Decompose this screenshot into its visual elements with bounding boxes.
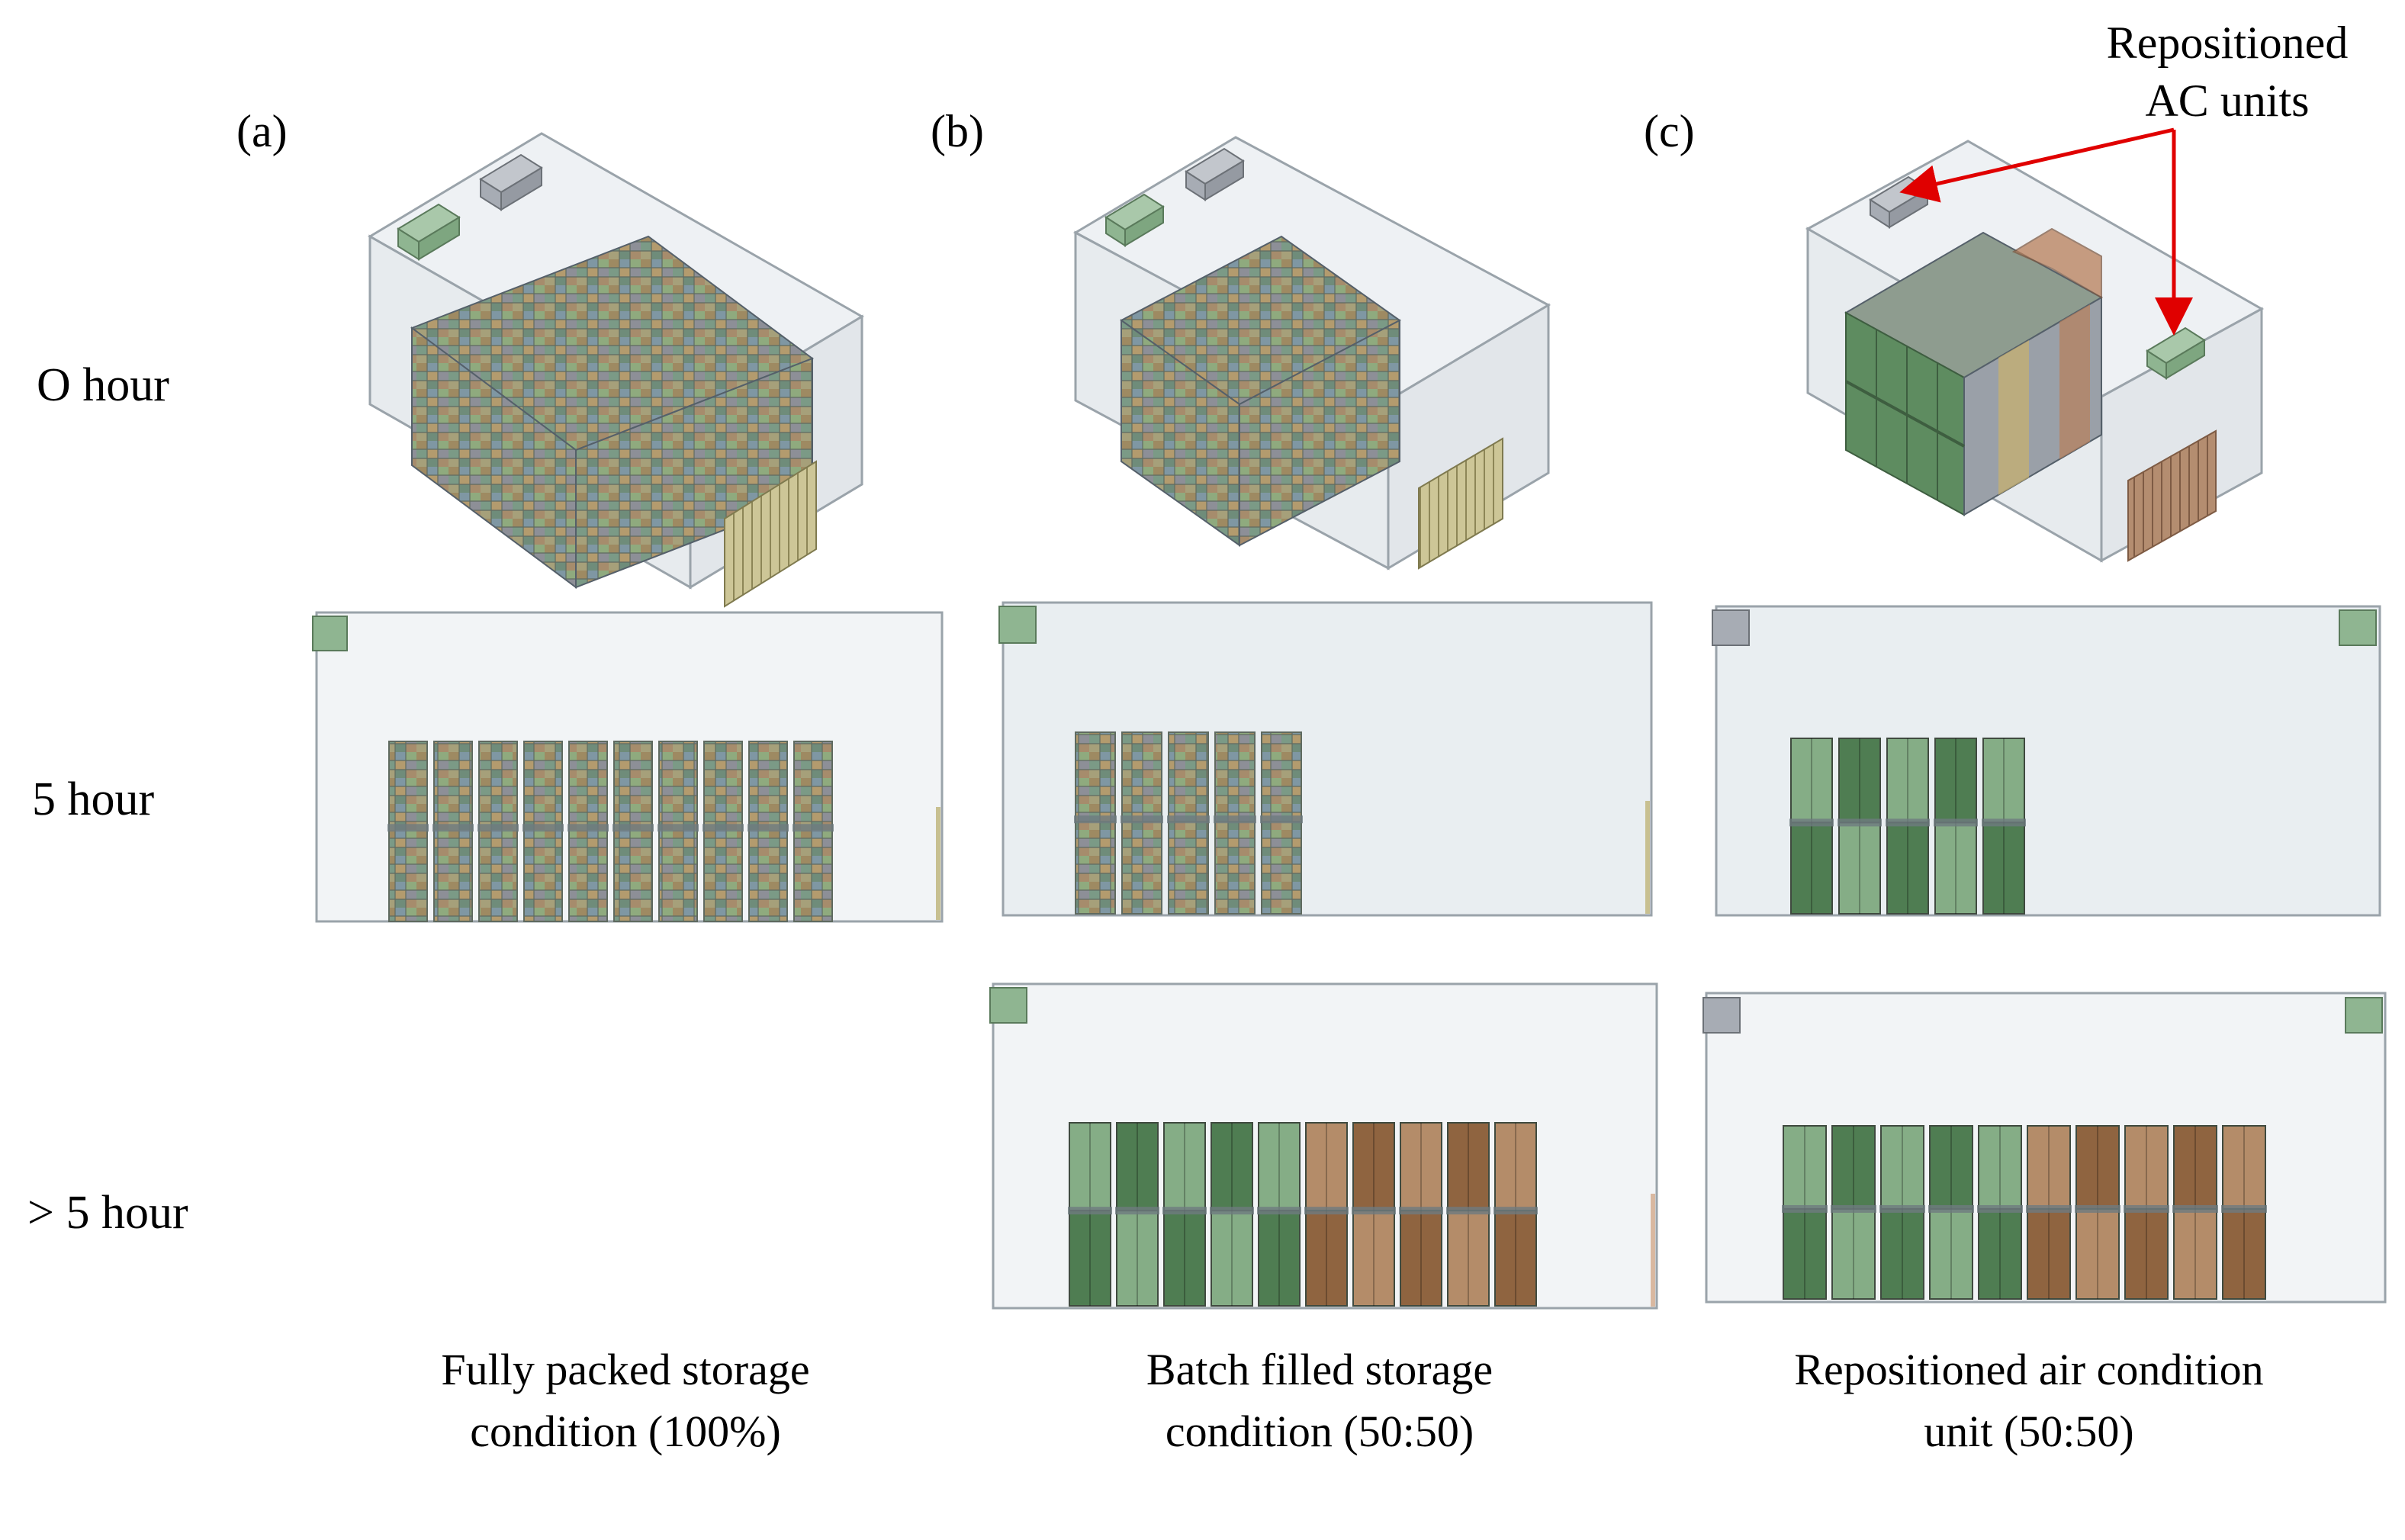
room-3d-a — [368, 132, 864, 608]
cargo-column — [1068, 1122, 1112, 1307]
side-view-b-over5h — [989, 982, 1658, 1310]
cargo-column — [1493, 1122, 1538, 1307]
cargo-column — [2172, 1125, 2218, 1300]
cargo-column — [1789, 738, 1834, 915]
cargo-column — [477, 741, 519, 922]
cargo-column — [2221, 1125, 2267, 1300]
ac-unit-gray-b — [1185, 147, 1245, 201]
ac-unit-gray-a — [479, 153, 543, 211]
cargo-column — [1982, 738, 2026, 915]
door-b — [1418, 437, 1503, 570]
repositioned-ac-annotation: Repositioned AC units — [2106, 18, 2349, 127]
side-view-a-5h — [312, 611, 944, 923]
cargo-column — [2026, 1125, 2072, 1300]
cargo-column — [1074, 731, 1117, 915]
panel-label-c: (c) — [1644, 106, 1695, 156]
cargo-column — [1928, 1125, 1974, 1300]
side-view-c-over5h — [1702, 992, 2387, 1304]
cargo-column — [1167, 731, 1210, 915]
cargo-stacks-c-over5h — [1782, 1125, 2267, 1300]
ac-unit-green-c — [2146, 326, 2206, 380]
cargo-stacks-b-5h — [1074, 731, 1303, 915]
cargo-stack-a — [410, 235, 815, 589]
ac-unit-green-c-side2 — [2345, 997, 2383, 1034]
cargo-column — [613, 741, 654, 922]
cargo-column — [1260, 731, 1303, 915]
caption-a: Fully packed storage condition (100%) — [441, 1345, 810, 1457]
cargo-column — [1399, 1122, 1443, 1307]
row-label-0-hour: O hour — [37, 359, 169, 411]
ac-unit-green-b — [1104, 193, 1165, 247]
annotation-arrows — [1899, 127, 2193, 336]
cargo-column — [1977, 1125, 2023, 1300]
caption-c: Repositioned air condition unit (50:50) — [1794, 1345, 2264, 1457]
cargo-column — [2075, 1125, 2120, 1300]
cargo-column — [432, 741, 474, 922]
cargo-column — [1162, 1122, 1207, 1307]
ac-unit-green-c-side — [2339, 609, 2377, 646]
cargo-stack-b — [1120, 235, 1401, 547]
room-3d-c — [1805, 127, 2265, 563]
ac-unit-green-b-side2 — [989, 987, 1027, 1024]
cargo-stacks-c-5h — [1789, 738, 2026, 915]
cargo-column — [1121, 731, 1163, 915]
panel-label-a: (a) — [236, 106, 288, 156]
caption-b: Batch filled storage condition (50:50) — [1146, 1345, 1493, 1457]
side-view-c-5h — [1712, 605, 2381, 917]
cargo-column — [2124, 1125, 2169, 1300]
cargo-column — [1214, 731, 1256, 915]
room-3d-b — [1072, 136, 1551, 571]
cargo-column — [703, 741, 744, 922]
ac-unit-green-a — [397, 203, 461, 261]
cargo-column — [793, 741, 834, 922]
cargo-column — [748, 741, 789, 922]
cargo-stacks-a-5h — [387, 741, 834, 922]
cargo-column — [1879, 1125, 1925, 1300]
door-c — [2127, 429, 2217, 562]
cargo-column — [1782, 1125, 1828, 1300]
cargo-column — [1838, 738, 1882, 915]
ac-unit-green-a-side — [312, 616, 348, 651]
cargo-column — [567, 741, 609, 922]
cargo-column — [1115, 1122, 1159, 1307]
panel-label-b: (b) — [931, 106, 984, 156]
row-label-5-hour: 5 hour — [32, 773, 155, 825]
cargo-stack-c — [1844, 227, 2104, 516]
cargo-column — [387, 741, 429, 922]
cargo-column — [1934, 738, 1978, 915]
ac-unit-gray-c-side2 — [1702, 997, 1741, 1034]
cargo-column — [1210, 1122, 1254, 1307]
side-view-b-5h — [998, 601, 1653, 917]
door-a — [724, 460, 817, 608]
cargo-column — [1304, 1122, 1349, 1307]
cargo-column — [1446, 1122, 1490, 1307]
cargo-column — [1257, 1122, 1301, 1307]
cargo-stacks-b-over5h — [1068, 1122, 1538, 1307]
ac-unit-gray-c-side — [1712, 609, 1750, 646]
cargo-column — [658, 741, 699, 922]
cargo-column — [1352, 1122, 1396, 1307]
cargo-column — [1831, 1125, 1876, 1300]
ac-unit-green-b-side — [998, 606, 1037, 644]
row-label-over-5-hour: > 5 hour — [27, 1187, 188, 1239]
cargo-column — [522, 741, 564, 922]
cargo-column — [1886, 738, 1930, 915]
